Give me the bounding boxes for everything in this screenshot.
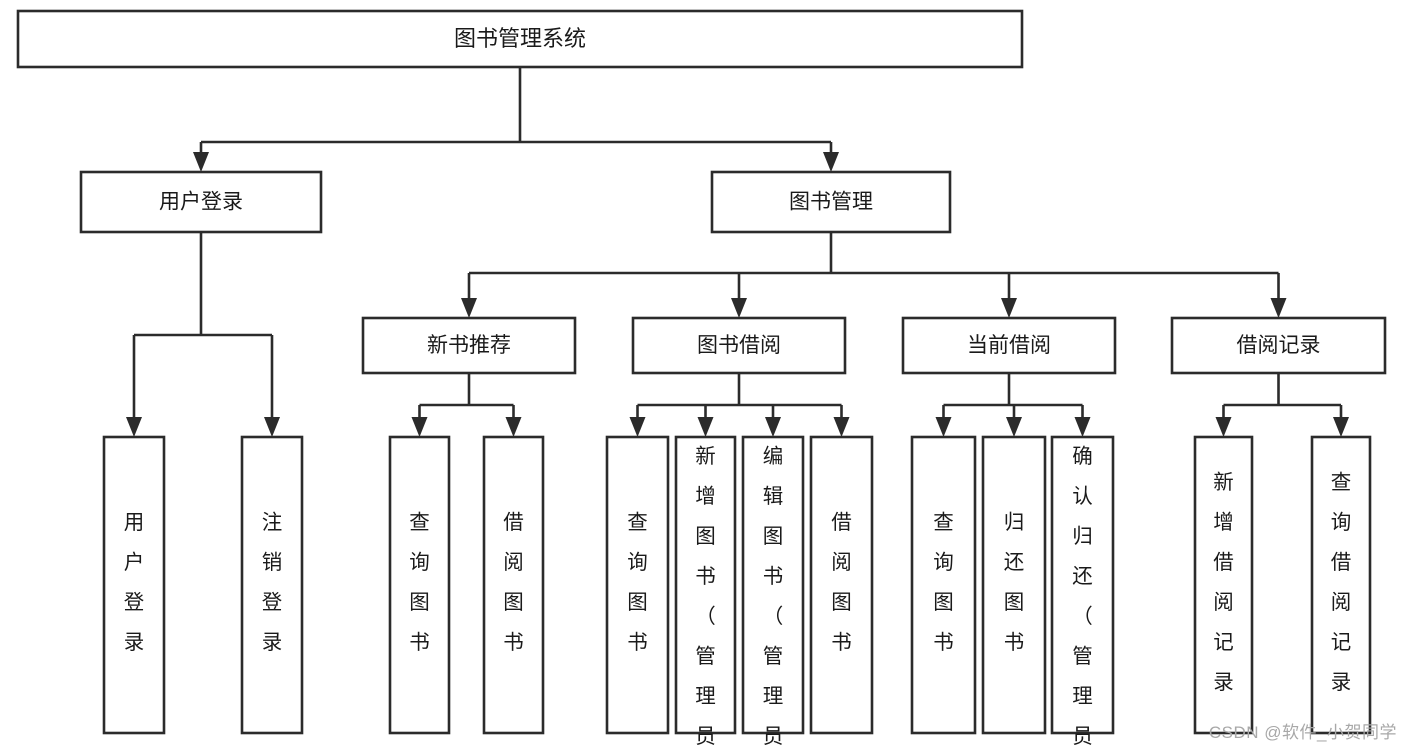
node-leaf-query-book-1[interactable]: 查询图书: [388, 435, 451, 735]
node-leaf-edit-book[interactable]: 编辑图书（管理员）: [741, 435, 805, 747]
node-leaf-query-book-2[interactable]: 查询图书: [605, 435, 670, 735]
node-label: 查询图书: [627, 511, 648, 654]
node-label: 用户登录: [124, 511, 145, 654]
node-user-login[interactable]: 用户登录: [79, 170, 323, 234]
arrow-head-icon: [1001, 298, 1017, 318]
node-label: 借阅图书: [831, 511, 852, 654]
node-leaf-logout[interactable]: 注销登录: [240, 435, 304, 735]
node-label: 确认归还（管理员）: [1072, 445, 1093, 747]
node-label: 查询图书: [933, 511, 954, 654]
node-label: 查询借阅记录: [1331, 471, 1352, 694]
node-root-root[interactable]: 图书管理系统: [16, 9, 1024, 69]
arrow-head-icon: [264, 417, 280, 437]
node-leaf-query-book-3[interactable]: 查询图书: [910, 435, 977, 735]
node-label: 编辑图书（管理员）: [763, 445, 784, 747]
node-leaf-confirm-return[interactable]: 确认归还（管理员）: [1050, 435, 1115, 747]
node-leaf-query-record[interactable]: 查询借阅记录: [1310, 435, 1372, 735]
node-label: 图书借阅: [697, 334, 781, 357]
node-label: 归还图书: [1004, 511, 1025, 654]
arrow-head-icon: [1215, 417, 1232, 437]
node-book-manage[interactable]: 图书管理: [710, 170, 952, 234]
node-label: 查询图书: [409, 511, 430, 654]
node-label: 当前借阅: [967, 334, 1051, 357]
node-label: 图书管理系统: [454, 26, 586, 51]
node-label: 新增借阅记录: [1213, 471, 1234, 694]
arrow-head-icon: [411, 417, 428, 437]
arrow-head-icon: [461, 298, 477, 318]
arrow-head-icon: [823, 152, 839, 172]
node-label: 新书推荐: [427, 334, 511, 357]
arrow-head-icon: [1074, 417, 1091, 437]
arrow-head-icon: [193, 152, 209, 172]
node-leaf-user-login[interactable]: 用户登录: [102, 435, 166, 735]
arrow-head-icon: [935, 417, 952, 437]
node-leaf-add-book[interactable]: 新增图书（管理员）: [674, 435, 737, 747]
node-group: 图书管理系统用户登录图书管理新书推荐图书借阅当前借阅借阅记录用户登录注销登录查询…: [16, 9, 1387, 747]
node-label: 借阅图书: [503, 511, 524, 654]
node-new-book-rec[interactable]: 新书推荐: [361, 316, 577, 375]
arrow-head-icon: [833, 417, 850, 437]
arrow-head-icon: [1270, 298, 1287, 318]
node-label: 新增图书（管理员）: [695, 445, 716, 747]
node-label: 注销登录: [262, 511, 283, 654]
node-leaf-return-book[interactable]: 归还图书: [981, 435, 1047, 735]
node-leaf-borrow-book-2[interactable]: 借阅图书: [809, 435, 874, 735]
arrow-head-icon: [697, 417, 714, 437]
watermark-text: CSDN @软件_小贺同学: [1208, 723, 1397, 742]
node-current-borrow[interactable]: 当前借阅: [901, 316, 1117, 375]
node-leaf-borrow-book-1[interactable]: 借阅图书: [482, 435, 545, 735]
arrow-head-icon: [126, 417, 142, 437]
node-borrow-record[interactable]: 借阅记录: [1170, 316, 1387, 375]
arrow-head-icon: [1006, 417, 1022, 437]
node-label: 借阅记录: [1237, 334, 1321, 357]
arrow-head-icon: [731, 298, 747, 318]
node-label: 用户登录: [159, 191, 243, 214]
node-book-borrow[interactable]: 图书借阅: [631, 316, 847, 375]
arrow-head-icon: [765, 417, 781, 437]
node-leaf-add-record[interactable]: 新增借阅记录: [1193, 435, 1254, 735]
arrow-head-icon: [629, 417, 646, 437]
connector-group: [126, 67, 1349, 437]
arrow-head-icon: [1333, 417, 1349, 437]
arrow-head-icon: [505, 417, 522, 437]
node-label: 图书管理: [789, 191, 873, 214]
